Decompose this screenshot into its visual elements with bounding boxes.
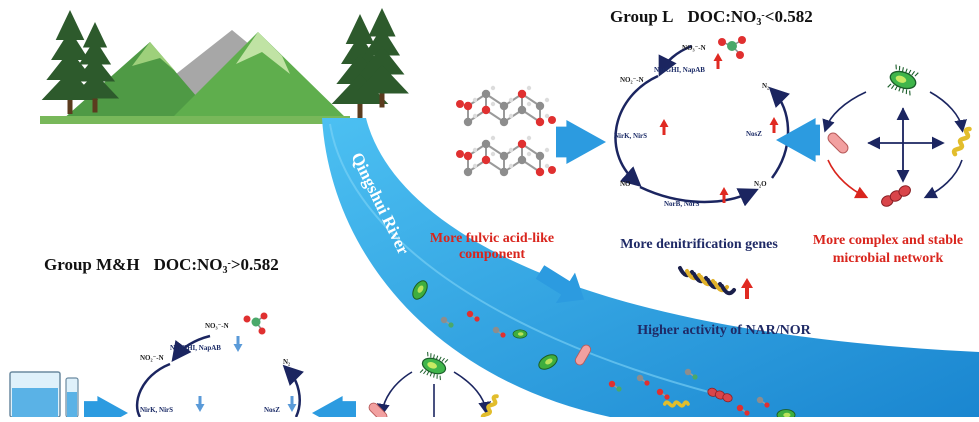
cycle-mh-gene-nosz: NosZ	[264, 406, 280, 414]
network-label-line2: microbial network	[833, 251, 944, 266]
increase-arrow-icon	[659, 119, 669, 135]
green-bacterium-icon	[887, 64, 919, 96]
enzyme-helix-icon	[678, 266, 736, 296]
red-chain-icon	[707, 387, 733, 403]
pine-tree-icon	[70, 22, 120, 113]
small-molecule-icon	[736, 404, 750, 416]
cycle-group-mh: NO₃⁻-N NO₂⁻-N N₂ NarGHI, NapAB NirK, Nir…	[135, 312, 304, 418]
mountain-right-icon	[170, 32, 348, 120]
pine-tree-icon	[355, 8, 409, 108]
fulvic-label-line2: component	[459, 247, 525, 262]
small-molecule-icon	[492, 326, 506, 338]
fulvic-acid-molecule-icon	[456, 135, 556, 177]
green-cell-icon	[538, 354, 558, 370]
cycle-group-l: NO₃⁻-N NO₂⁻-N N₂ NO N₂O NarGHI, NapAB Ni…	[614, 36, 790, 208]
arrow-to-activity-icon	[535, 265, 585, 304]
mountain-snow-right-icon	[236, 32, 290, 74]
green-bacterium-icon	[419, 351, 449, 381]
increase-arrow-icon	[713, 53, 723, 69]
cycle-mh-gene-narghi: NarGHI, NapAB	[170, 344, 221, 352]
arrow-beaker-icon	[84, 396, 128, 422]
green-cell-icon	[412, 280, 428, 300]
arrow-to-cycle-icon	[556, 120, 606, 164]
river-microbes	[412, 280, 796, 421]
network-label-line1: More complex and stable	[813, 233, 963, 248]
mountain-left-icon	[62, 42, 215, 120]
cycle-l-arc-bottom	[639, 185, 759, 207]
microbial-network-l	[822, 64, 972, 207]
yellow-spiral-icon	[951, 126, 972, 157]
cycle-l-gene-narghi: NarGHI, NapAB	[654, 66, 705, 74]
denit-label: More denitrification genes	[620, 237, 778, 252]
small-molecule-icon	[440, 316, 454, 328]
fulvic-acid-molecule-icon	[456, 85, 556, 127]
decrease-arrow-icon	[233, 336, 243, 352]
green-cell-icon	[776, 409, 796, 421]
decrease-arrow-icon	[195, 396, 205, 412]
cycle-l-n2o: N₂O	[754, 180, 767, 188]
cycle-mh-no3: NO₃⁻-N	[205, 322, 229, 330]
nitrate-molecule-mh-icon	[243, 312, 268, 335]
cycle-l-gene-norb: NorB, NorS	[664, 200, 699, 208]
enzyme-up-arrow-icon	[741, 278, 753, 299]
cycle-l-n2: N₂	[762, 82, 769, 90]
arrow-network-mh-icon	[312, 396, 356, 422]
cycle-l-gene-nosz: NosZ	[746, 130, 762, 138]
small-molecule-icon	[636, 374, 650, 386]
small-molecule-icon	[756, 396, 770, 408]
small-molecule-icon	[684, 368, 698, 380]
grass-strip	[40, 116, 350, 124]
river-shape	[322, 118, 979, 417]
cycle-l-arc-top	[658, 44, 693, 77]
cycle-l-gene-nirk: NirK, NirS	[614, 132, 647, 140]
activity-label: Higher activity of NAR/NOR	[637, 323, 811, 338]
small-molecule-icon	[466, 310, 480, 322]
beaker-icon	[9, 371, 79, 418]
mountain-snow-left-icon	[132, 42, 176, 72]
fulvic-molecule-icons	[456, 85, 556, 177]
cycle-l-arc-left	[614, 74, 659, 187]
cycle-mh-gene-nirk: NirK, NirS	[140, 406, 173, 414]
pink-rod-icon	[368, 402, 388, 422]
cycle-l-no2: NO₂⁻-N	[620, 76, 644, 84]
cycle-mh-down-arrows	[195, 336, 297, 412]
small-molecule-icon	[608, 380, 622, 392]
arrow-from-network-icon	[776, 118, 820, 162]
cycle-l-no3: NO₃⁻-N	[682, 44, 706, 52]
cycle-mh-n2: N₂	[283, 358, 290, 366]
pink-rod-icon	[827, 132, 849, 154]
red-chain-icon	[881, 185, 911, 207]
yellow-spiral-icon	[662, 400, 690, 408]
cycle-mh-arc-right	[282, 364, 304, 418]
cycle-mh-no2: NO₂⁻-N	[140, 354, 164, 362]
pink-rod-icon	[574, 344, 592, 366]
cycle-l-up-arrows	[659, 53, 779, 203]
microbial-network-mh	[368, 351, 499, 422]
cycle-mh-arc-left	[135, 362, 171, 418]
increase-arrow-icon	[719, 187, 729, 203]
mountain-scene	[40, 8, 409, 124]
small-molecule-icon	[656, 388, 670, 400]
river-highlight	[329, 123, 721, 396]
green-cell-icon	[512, 329, 528, 339]
decrease-arrow-icon	[287, 396, 297, 412]
nitrate-molecule-icon	[718, 36, 746, 59]
fulvic-label-line1: More fulvic acid-like	[430, 231, 554, 246]
cycle-l-arc-right	[768, 86, 790, 179]
yellow-spiral-icon	[480, 394, 499, 421]
cycle-mh-arc-top	[171, 334, 211, 362]
block-arrows	[84, 118, 820, 422]
increase-arrow-icon	[769, 117, 779, 133]
cycle-l-no: NO	[620, 180, 631, 188]
